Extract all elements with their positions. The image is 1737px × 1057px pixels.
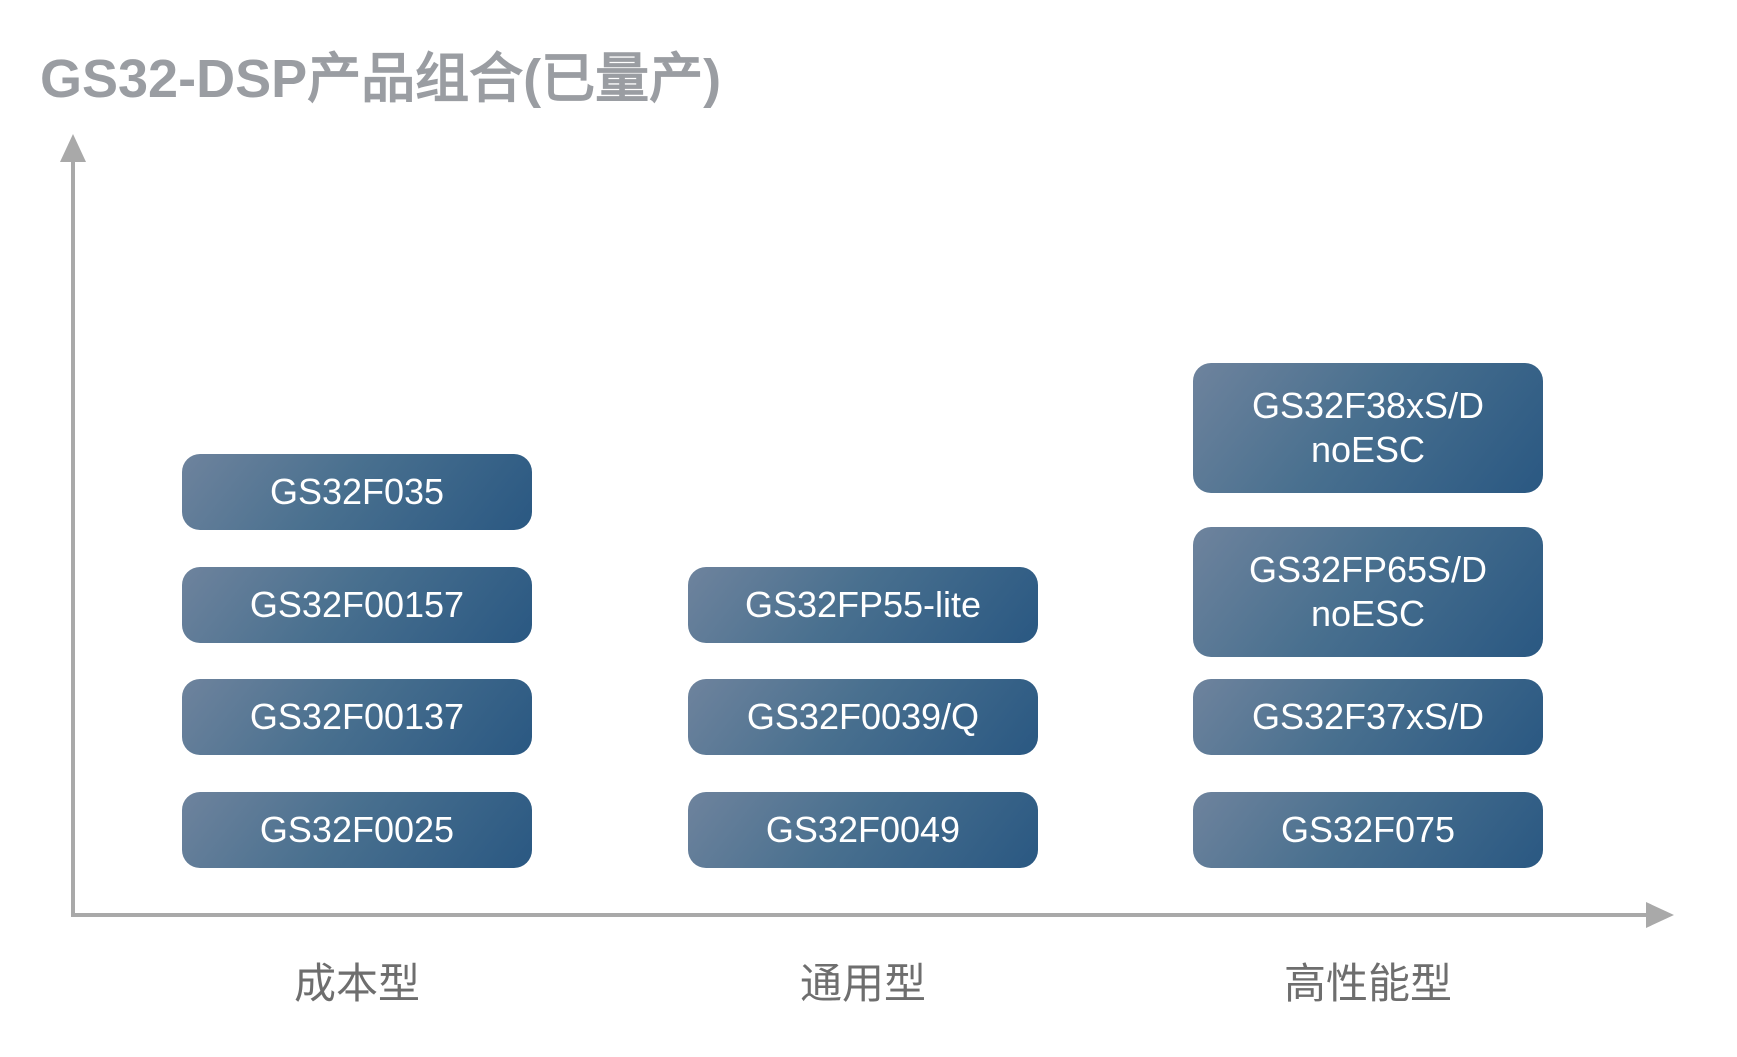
product-box: GS32F0039/Q <box>688 679 1038 755</box>
product-box: GS32F00137 <box>182 679 532 755</box>
right-arrow-icon <box>1646 902 1674 928</box>
product-box: GS32F0049 <box>688 792 1038 868</box>
x-axis-line <box>71 913 1648 917</box>
up-arrow-icon <box>60 134 86 162</box>
y-axis-line <box>71 158 75 915</box>
product-box: GS32F38xS/D noESC <box>1193 363 1543 493</box>
product-box: GS32F075 <box>1193 792 1543 868</box>
x-axis-category-label: 成本型 <box>293 960 420 1007</box>
product-box: GS32F0025 <box>182 792 532 868</box>
product-box: GS32FP65S/D noESC <box>1193 527 1543 657</box>
page-title: GS32-DSP产品组合(已量产) <box>40 49 722 109</box>
x-axis-category-label: 高性能型 <box>1283 960 1452 1007</box>
product-box: GS32F035 <box>182 454 532 530</box>
product-box: GS32F00157 <box>182 567 532 643</box>
x-axis-category-label: 通用型 <box>799 960 926 1007</box>
product-box: GS32FP55-lite <box>688 567 1038 643</box>
product-box: GS32F37xS/D <box>1193 679 1543 755</box>
